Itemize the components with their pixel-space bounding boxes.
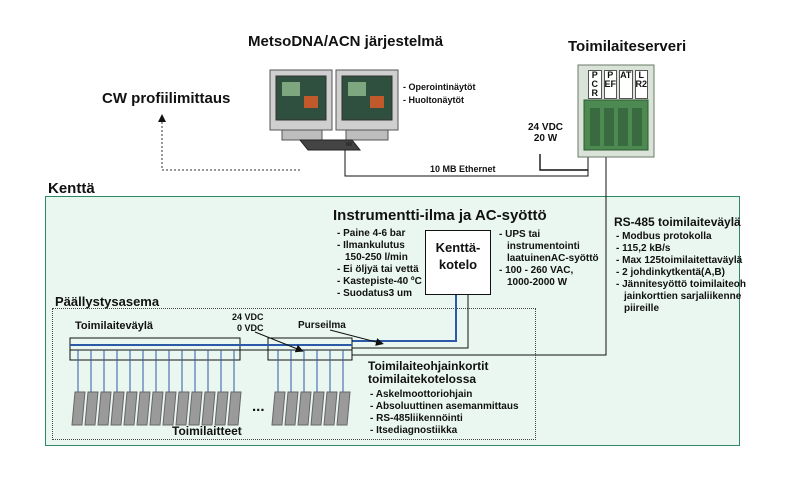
cw-label: CW profiilimittaus	[102, 90, 231, 107]
list-item: - UPS tai	[499, 229, 541, 240]
list-item: - Ei öljyä tai vettä	[337, 264, 419, 275]
server-power: 24 VDC 20 W	[528, 122, 563, 144]
power-arrow	[254, 331, 304, 353]
kotelo-power-line	[352, 295, 469, 349]
bus-box-right	[267, 337, 353, 361]
ethernet-label: 10 MB Ethernet	[430, 164, 496, 174]
server-title: Toimilaiteserveri	[568, 38, 687, 55]
instrument-title: Instrumentti-ilma ja AC-syöttö	[333, 207, 547, 224]
cards-title-line1: Toimilaiteohjainkortit	[368, 359, 489, 373]
server-power-watt: 20 W	[533, 133, 558, 144]
actuator	[310, 391, 325, 426]
actuator	[336, 391, 351, 426]
actuator	[97, 391, 112, 426]
list-item: - Suodatus3 um	[337, 288, 413, 299]
system-note: - Huoltonäytöt	[403, 95, 464, 105]
cards-title: Toimilaiteohjainkortit toimilaitekotelos…	[368, 360, 488, 386]
list-item: - 100 - 260 VAC,	[499, 265, 574, 276]
cards-features-list: - Askelmoottoriohjain - Absoluuttinen as…	[370, 389, 519, 437]
list-item: - Kastepiste-40 ºC	[337, 276, 422, 287]
ellipsis-label: ...	[252, 398, 265, 415]
actuator	[271, 391, 286, 426]
list-item: laatuinenAC-syöttö	[507, 253, 599, 264]
list-item: - Jännitesyöttö toimilaiteoh	[616, 279, 747, 290]
actuator	[123, 391, 138, 426]
list-item: - 115,2 kB/s	[616, 243, 671, 254]
air-requirements-list: - Paine 4-6 bar - Ilmankulutus 150-250 l…	[337, 228, 422, 300]
list-item: - Itsediagnostiikka	[370, 425, 458, 436]
list-item: piireille	[624, 303, 660, 314]
actuators-label: Toimilaitteet	[172, 424, 242, 438]
bus-power-label: 24 VDC 0 VDC	[232, 312, 264, 334]
actuator	[201, 391, 216, 426]
rs485-title: RS-485 toimilaiteväylä	[614, 215, 741, 229]
computer-monitor-left	[269, 69, 333, 141]
list-item: 1000-2000 W	[507, 277, 568, 288]
list-item: - RS-485liikennöinti	[370, 413, 463, 424]
field-label: Kenttä	[48, 180, 95, 197]
server-module-label: AT	[619, 70, 633, 99]
cw-signal-line	[158, 114, 300, 171]
actuator	[188, 391, 203, 426]
rs485-line	[352, 155, 607, 356]
server-power-voltage: 24 VDC	[528, 122, 564, 133]
actuator	[214, 391, 229, 426]
bus-power-24v: 24 VDC	[232, 312, 264, 322]
actuator	[110, 391, 125, 426]
list-item: - Paine 4-6 bar	[337, 228, 406, 239]
list-item: - Askelmoottoriohjain	[370, 389, 473, 400]
station-title: Päällystysasema	[55, 294, 160, 309]
system-note: - Operointinäytöt	[403, 82, 476, 92]
list-item: - Modbus protokolla	[616, 231, 712, 242]
system-notes: - Operointinäytöt - Huoltonäytöt	[403, 82, 476, 105]
bus-label: Toimilaiteväylä	[75, 320, 154, 332]
coating-station-area	[52, 308, 536, 440]
purge-air-line	[352, 295, 457, 342]
enclosure-label-line2: kotelo	[438, 257, 478, 272]
ups-requirements-list: - UPS tai instrumentointi laatuinenAC-sy…	[499, 229, 599, 289]
actuator	[162, 391, 177, 426]
rs485-features-list: - Modbus protokolla - 115,2 kB/s - Max 1…	[616, 231, 746, 315]
actuator	[175, 391, 190, 426]
system-title: MetsoDNA/ACN järjestelmä	[248, 33, 444, 50]
list-item: - Ilmankulutus	[337, 240, 405, 251]
server-module-label: LR2	[634, 70, 648, 99]
enclosure-label-line1: Kenttä-	[435, 240, 481, 255]
actuator	[323, 391, 338, 426]
list-item: 150-250 l/min	[345, 252, 408, 263]
purge-air-label: Purseilma	[298, 320, 346, 331]
purge-arrow	[329, 329, 384, 346]
ethernet-line	[344, 148, 589, 177]
actuator	[136, 391, 151, 426]
list-item: - Max 125toimilaitettaväylä	[616, 255, 743, 266]
actuator	[71, 391, 86, 426]
list-item: - Absoluuttinen asemanmittaus	[370, 401, 519, 412]
actuator	[84, 391, 99, 426]
actuator	[149, 391, 164, 426]
power-feed-line	[539, 154, 588, 171]
actuator	[227, 391, 242, 426]
server-module-label: PCR	[588, 70, 602, 99]
list-item: jainkorttien sarjaliikenne	[624, 291, 742, 302]
actuator	[297, 391, 312, 426]
field-enclosure: Kenttä- kotelo	[425, 230, 491, 295]
list-item: instrumentointi	[507, 241, 580, 252]
actuator	[284, 391, 299, 426]
keyboard-icon	[298, 139, 362, 151]
bus-box-left	[69, 337, 241, 361]
computer-monitor-right	[335, 69, 399, 141]
mouse-icon	[346, 142, 352, 146]
cards-title-line2: toimilaitekotelossa	[368, 372, 477, 386]
list-item: - 2 johdinkytkentä(A,B)	[616, 267, 725, 278]
server-module-label: PEF	[603, 70, 617, 99]
bus-power-0v: 0 VDC	[237, 323, 264, 333]
